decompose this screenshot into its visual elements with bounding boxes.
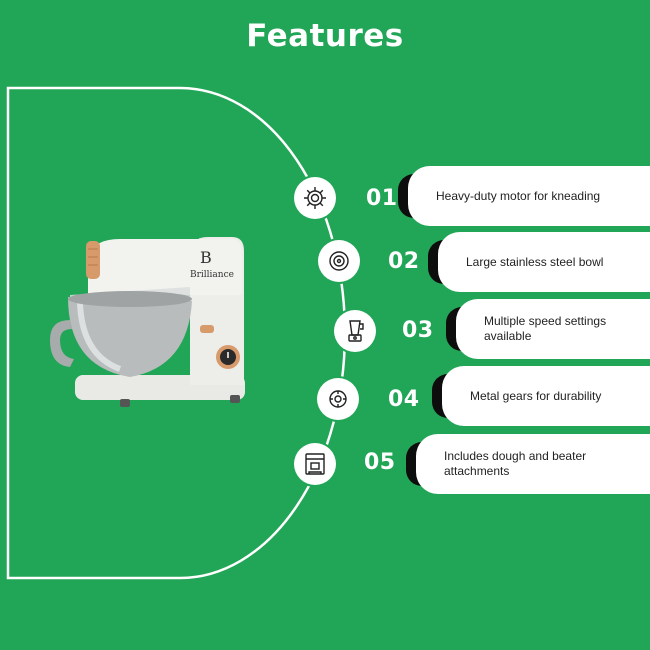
feature-number-03: 03: [402, 318, 434, 343]
feature-number-02: 02: [388, 249, 420, 274]
feature-text: Includes dough and beater attachments: [444, 449, 587, 478]
feature-card-05: Includes dough and beater attachments: [406, 434, 650, 494]
feature-number-01: 01: [366, 186, 398, 211]
blender-icon: [334, 310, 376, 352]
feature-pill: Metal gears for durability: [442, 366, 650, 426]
feature-number-04: 04: [388, 387, 420, 412]
feature-card-02: Large stainless steel bowl: [428, 232, 650, 292]
coffee-machine-icon: [294, 443, 336, 485]
bowl-icon: [318, 240, 360, 282]
feature-text: Large stainless steel bowl: [466, 254, 604, 269]
page-title: Features: [246, 18, 404, 54]
feature-card-03: Multiple speed settings available: [446, 299, 650, 359]
feature-card-04: Metal gears for durability: [432, 366, 650, 426]
feature-card-01: Heavy-duty motor for kneading: [398, 166, 650, 226]
feature-text: Heavy-duty motor for kneading: [436, 188, 601, 203]
stand-mixer-image: B Brilliance: [50, 237, 245, 407]
gear-icon: [294, 177, 336, 219]
feature-text: Metal gears for durability: [470, 388, 602, 403]
cog-icon: [317, 378, 359, 420]
feature-text: Multiple speed settings available: [484, 314, 607, 343]
feature-number-05: 05: [364, 450, 396, 475]
feature-pill: Multiple speed settings available: [456, 299, 650, 359]
feature-pill: Large stainless steel bowl: [438, 232, 650, 292]
feature-pill: Heavy-duty motor for kneading: [408, 166, 650, 226]
feature-pill: Includes dough and beater attachments: [416, 434, 650, 494]
brand-monogram: B: [200, 248, 212, 267]
brand-name: Brilliance: [190, 270, 234, 280]
